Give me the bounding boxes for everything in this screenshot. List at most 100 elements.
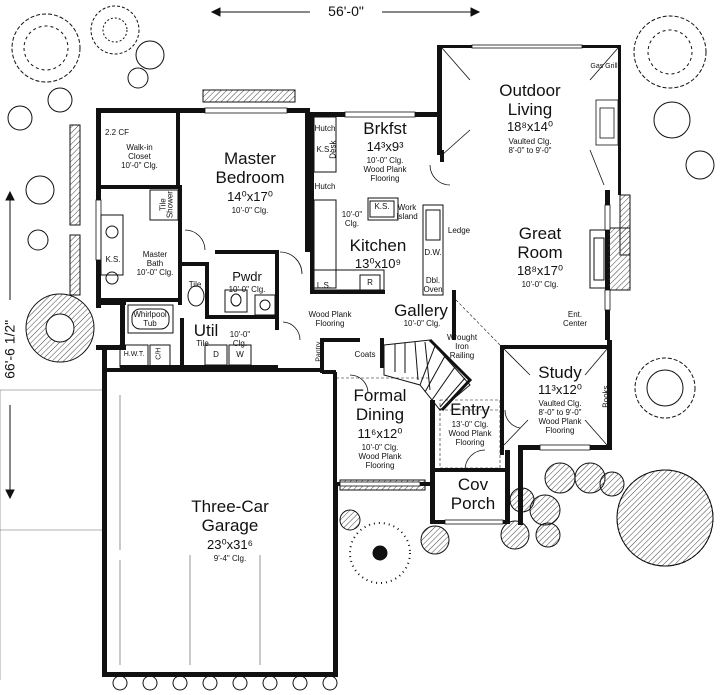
dbl-oven-label: Dbl. Oven: [423, 276, 443, 295]
master-bedroom-note: 10'-0" Clg.: [231, 206, 269, 215]
gallery-name: Gallery: [394, 301, 448, 320]
util-appliances: [119, 344, 252, 368]
formal-dining-name-2: Dining: [355, 405, 405, 424]
study-note-1: Vaulted Clg.: [538, 399, 582, 408]
great-room-size: 18⁸x17⁰: [516, 263, 564, 278]
entry-note-3: Flooring: [455, 438, 485, 447]
cov-porch-name-1: Cov: [457, 475, 489, 494]
garage-apron: [0, 389, 105, 680]
doors: [184, 164, 521, 471]
master-bath-name-1: Master: [142, 250, 168, 259]
study-note-3: Wood Plank: [538, 417, 582, 426]
clg-22cf-label: 2.2 CF: [105, 128, 130, 137]
ledge-label: Ledge: [447, 226, 471, 235]
master-bath-note: 10'-0" Clg.: [136, 268, 174, 277]
formal-dining-size: 11⁶x12⁰: [357, 426, 403, 441]
refrigerator-label: R: [367, 278, 373, 287]
garage-name-2: Garage: [201, 516, 259, 535]
wrought-iron-label-3: Railing: [449, 351, 475, 360]
util-tile: Tile: [196, 339, 209, 348]
great-room-note: 10'-0" Clg.: [521, 280, 559, 289]
width-dimension: 56'-0": [328, 3, 364, 19]
tile-shower-label-2: Shower: [165, 191, 175, 219]
walk-in-closet-name-2: Closet: [128, 152, 151, 161]
great-room-name-1: Great: [518, 224, 562, 243]
tree-top-left: [7, 5, 165, 131]
kitchen-size: 13⁰x10⁹: [354, 256, 402, 271]
shrub-right-large: [616, 469, 714, 567]
ceiling-lines: [336, 299, 501, 469]
shrub-left-small: [25, 175, 55, 251]
hwt-label: H.W.T.: [123, 351, 145, 358]
whirlpool-label-2: Tub: [143, 319, 157, 328]
garage-name-1: Three-Car: [191, 497, 269, 516]
tile-label-bath: Tile: [188, 280, 202, 289]
hutch-label-2: Hutch: [314, 182, 336, 191]
walk-in-closet-note: 10'-0" Clg.: [121, 161, 158, 170]
study-name: Study: [538, 363, 582, 382]
shrubs-porch-left: [339, 509, 450, 584]
outdoor-living-name-2: Living: [507, 100, 553, 119]
study-note-4: Flooring: [545, 426, 575, 435]
interior-walls: [101, 112, 610, 484]
ch-label: C/H: [155, 347, 163, 360]
formal-dining-note-2: Wood Plank: [358, 452, 402, 461]
pwdr-note: 10'-0" Clg.: [228, 285, 266, 294]
master-bath-name-2: Bath: [146, 259, 164, 268]
study-size: 11³x12⁰: [538, 382, 582, 397]
kitchen-note: 10'-0" Clg.: [341, 210, 363, 229]
util-name: Util: [193, 321, 219, 340]
brkfst-note-2: Wood Plank: [363, 165, 407, 174]
study-note-2: 8'-0" to 9'-0": [538, 408, 582, 417]
brkfst-note-1: 10'-0" Clg.: [366, 156, 404, 165]
entry-note-2: Wood Plank: [448, 429, 492, 438]
depth-dimension: 66'-6 1/2": [1, 319, 18, 379]
brkfst-size: 14³x9³: [366, 139, 404, 154]
garage-size: 23⁰x31⁶: [207, 537, 253, 552]
outdoor-living-name-1: Outdoor: [499, 81, 561, 100]
pwdr-name: Pwdr: [232, 269, 262, 284]
outdoor-living-note-2: 8'-0" to 9'-0": [508, 146, 552, 155]
formal-dining-note-3: Flooring: [365, 461, 395, 470]
wrought-iron-label-1: Wrought: [446, 333, 478, 342]
gas-grill-label: Gas Grill: [590, 63, 618, 70]
ks-label-kitchen: K.S.: [374, 202, 390, 211]
ent-center-label: Ent. Center: [562, 310, 587, 329]
gallery-note: 10'-0" Clg.: [403, 319, 441, 328]
entry-note-1: 13'-0" Clg.: [451, 420, 489, 429]
master-bedroom-name-2: Bedroom: [215, 168, 285, 187]
gallery-flooring: Wood Plank Flooring: [308, 310, 352, 329]
dryer-label: D: [213, 350, 219, 359]
outdoor-living-note-1: Vaulted Clg.: [508, 137, 552, 146]
washer-label: W: [236, 350, 244, 359]
ls-label: L.S.: [316, 281, 332, 290]
formal-dining-note-1: 10'-0" Clg.: [361, 443, 399, 452]
dw-label: D.W.: [424, 248, 442, 257]
formal-dining-name-1: Formal: [353, 386, 407, 405]
kitchen-name: Kitchen: [349, 236, 407, 255]
whirlpool-label-1: Whirlpool: [133, 310, 167, 319]
tree-right-mid: [634, 357, 696, 419]
master-bedroom-name-1: Master: [224, 149, 276, 168]
windows: [95, 44, 611, 525]
desk-label: Desk: [328, 140, 338, 159]
brkfst-note-3: Flooring: [370, 174, 400, 183]
bath-fixtures: [100, 189, 276, 334]
fireplace: [589, 227, 631, 291]
outdoor-living-size: 18⁸x14⁰: [506, 119, 554, 134]
walk-in-closet-name-1: Walk-in: [126, 143, 153, 152]
hedge-bottom: [112, 675, 338, 691]
hutch-label-1: Hutch: [314, 124, 336, 133]
shrub-left: [25, 293, 95, 363]
work-island-label: Work Island: [396, 203, 418, 222]
vault-lines: [441, 47, 619, 446]
garage-note: 9'-4" Clg.: [213, 554, 247, 563]
books-label: Books: [601, 385, 611, 408]
brkfst-name: Brkfst: [363, 119, 407, 138]
coats-label: Coats: [354, 350, 376, 359]
wrought-iron-label-2: Iron: [455, 342, 469, 351]
ks-label-bath: K.S.: [105, 255, 121, 264]
dimension-lines: [5, 7, 481, 500]
entry-name: Entry: [450, 400, 490, 419]
